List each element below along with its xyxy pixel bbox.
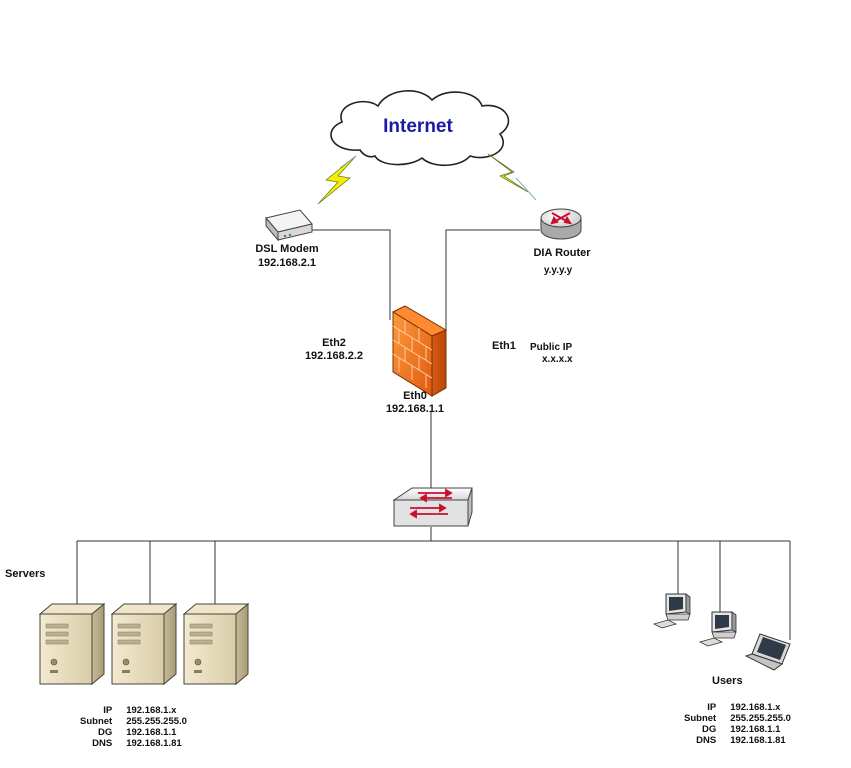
- config-value: 192.168.1.1: [730, 724, 781, 735]
- eth1-note: Public IP: [530, 342, 573, 353]
- config-key: DNS: [92, 738, 113, 749]
- modem-ip: 192.168.2.1: [257, 257, 317, 269]
- servers-group-label: Servers: [5, 568, 46, 580]
- server-icon: [182, 602, 250, 686]
- router-ip: y.y.y.y: [543, 265, 573, 276]
- config-key: IP: [707, 702, 717, 713]
- eth1-name: Eth1: [492, 340, 516, 352]
- connection-lines: [76, 229, 791, 640]
- config-row: Subnet 255.255.255.0: [80, 716, 187, 727]
- config-value: 192.168.1.81: [730, 735, 786, 746]
- desktop-icon: [652, 593, 691, 629]
- users-group-label: Users: [712, 675, 743, 687]
- config-row: DNS 192.168.1.81: [684, 735, 791, 746]
- modem-name: DSL Modem: [255, 243, 319, 255]
- config-key: DG: [97, 727, 113, 738]
- eth0-name: Eth0: [403, 390, 427, 402]
- internet-label: Internet: [383, 116, 453, 137]
- router-firewall-link: [445, 229, 540, 340]
- config-key: Subnet: [684, 713, 717, 724]
- modem-firewall-link: [300, 229, 391, 320]
- servers-config-table: IP 192.168.1.x Subnet 255.255.255.0 DG 192.…: [80, 705, 187, 749]
- lightning-icon: [317, 153, 537, 205]
- config-key: Subnet: [80, 716, 113, 727]
- desktop-icon: [698, 611, 737, 647]
- config-value: 192.168.1.x: [126, 705, 177, 716]
- users-config-table: IP 192.168.1.x Subnet 255.255.255.0 DG 192.…: [684, 702, 791, 746]
- firewall-icon: [391, 305, 448, 397]
- switch-icon: [392, 487, 473, 527]
- config-value: 255.255.255.0: [730, 713, 791, 724]
- server-icon: [38, 602, 106, 686]
- config-row: DNS 192.168.1.81: [80, 738, 187, 749]
- cloud-icon: [330, 90, 510, 167]
- router-name: DIA Router: [533, 247, 591, 259]
- config-row: DG 192.168.1.1: [684, 724, 791, 735]
- server-icon: [110, 602, 178, 686]
- config-value: 255.255.255.0: [126, 716, 187, 727]
- config-row: IP 192.168.1.x: [684, 702, 791, 713]
- modem-icon: [265, 209, 313, 242]
- config-key: DNS: [696, 735, 717, 746]
- config-key: DG: [701, 724, 717, 735]
- eth1-ip: x.x.x.x: [542, 354, 573, 365]
- config-value: 192.168.1.81: [126, 738, 182, 749]
- eth0-ip: 192.168.1.1: [385, 403, 445, 415]
- config-row: DG 192.168.1.1: [80, 727, 187, 738]
- laptop-icon: [744, 633, 791, 671]
- config-row: Subnet 255.255.255.0: [684, 713, 791, 724]
- eth2-name: Eth2: [322, 337, 346, 349]
- config-key: IP: [103, 705, 113, 716]
- config-row: IP 192.168.1.x: [80, 705, 187, 716]
- config-value: 192.168.1.1: [126, 727, 177, 738]
- eth2-ip: 192.168.2.2: [304, 350, 364, 362]
- config-value: 192.168.1.x: [730, 702, 781, 713]
- router-icon: [540, 208, 582, 240]
